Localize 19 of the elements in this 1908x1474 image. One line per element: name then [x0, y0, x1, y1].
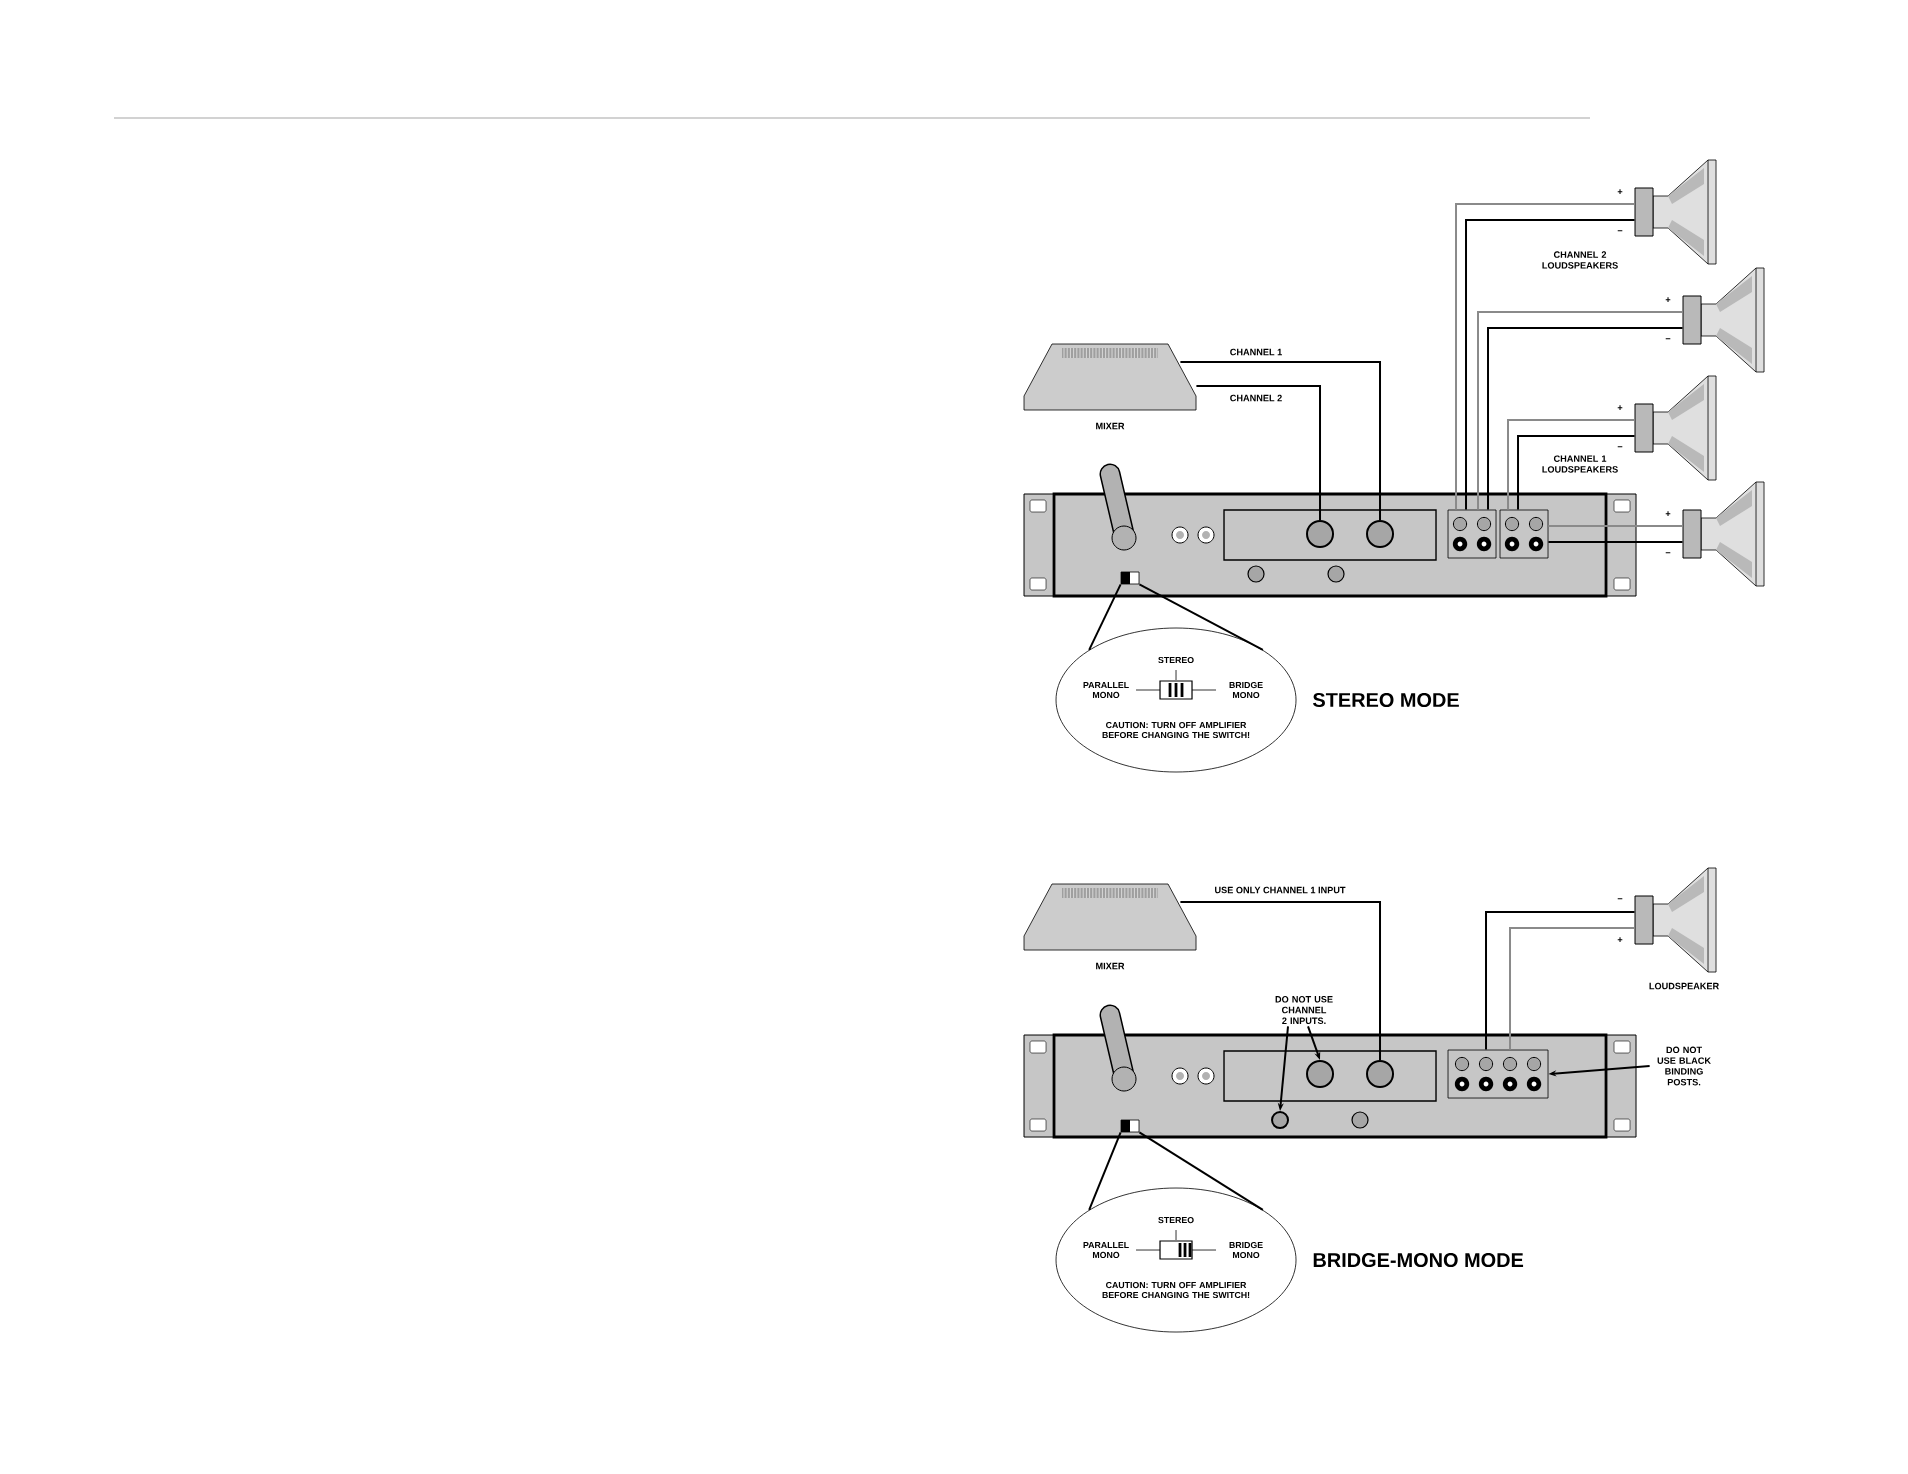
- speaker-wire: [1547, 525, 1684, 527]
- leader-line: [1088, 1131, 1122, 1211]
- cable: [1179, 901, 1381, 1061]
- speaker-wire: [1509, 927, 1636, 1051]
- speaker-wire: [1485, 911, 1636, 1051]
- speaker-wire: [1517, 435, 1636, 511]
- binding-posts: [1447, 1049, 1549, 1099]
- binding-posts: [1447, 509, 1497, 559]
- input-jack: [1271, 1111, 1289, 1129]
- mode-switch: [1120, 571, 1140, 585]
- binding-posts: [1499, 509, 1549, 559]
- cable: [1195, 385, 1321, 521]
- speaker-wire: [1547, 541, 1684, 543]
- mode-switch: [1120, 1119, 1140, 1133]
- leader-line: [1138, 583, 1264, 651]
- leader-line: [1138, 1131, 1264, 1211]
- leader-line: [1088, 583, 1122, 651]
- speaker-wire: [1507, 419, 1636, 511]
- cable: [1179, 361, 1381, 521]
